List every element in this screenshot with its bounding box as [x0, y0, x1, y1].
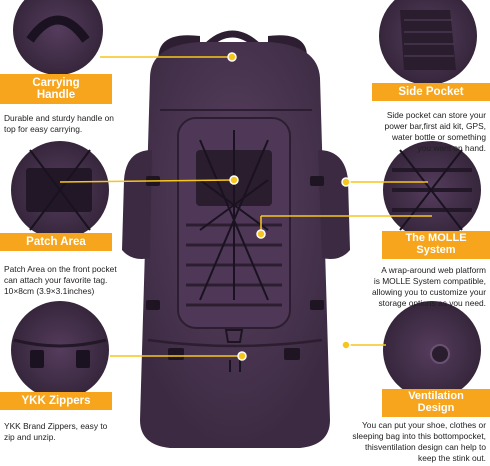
- molle-system-description: A wrap-around web platform is MOLLE Syst…: [371, 265, 486, 308]
- carrying-handle-description: Durable and sturdy handle on top for eas…: [4, 113, 114, 134]
- detail-patch-area: [9, 139, 111, 241]
- patch-area-description: Patch Area on the front pocket can attac…: [4, 264, 117, 296]
- detail-carrying-handle: [11, 0, 105, 77]
- patch-area-title: Patch Area: [0, 233, 112, 251]
- ykk-zippers-title: YKK Zippers: [0, 392, 112, 410]
- ventilation-design-title: Ventilation Design: [382, 389, 490, 417]
- callout-dots: [227, 52, 351, 361]
- ykk-zippers-description: YKK Brand Zippers, easy to zip and unzip…: [4, 421, 108, 442]
- ventilation-design-description: You can put your shoe, clothes or sleepi…: [352, 420, 486, 463]
- backpack-image: [122, 30, 350, 448]
- callout-lines: [59, 56, 432, 357]
- detail-ykk-zippers: [9, 299, 111, 401]
- molle-system-title: The MOLLE System: [382, 231, 490, 259]
- detail-ventilation-design: [381, 299, 483, 401]
- side-pocket-description: Side pocket can store your power bar,fir…: [384, 110, 486, 153]
- detail-molle-system: [381, 139, 483, 241]
- carrying-handle-title: Carrying Handle: [0, 74, 112, 104]
- detail-side-pocket: [377, 0, 479, 87]
- side-pocket-title: Side Pocket: [372, 83, 490, 101]
